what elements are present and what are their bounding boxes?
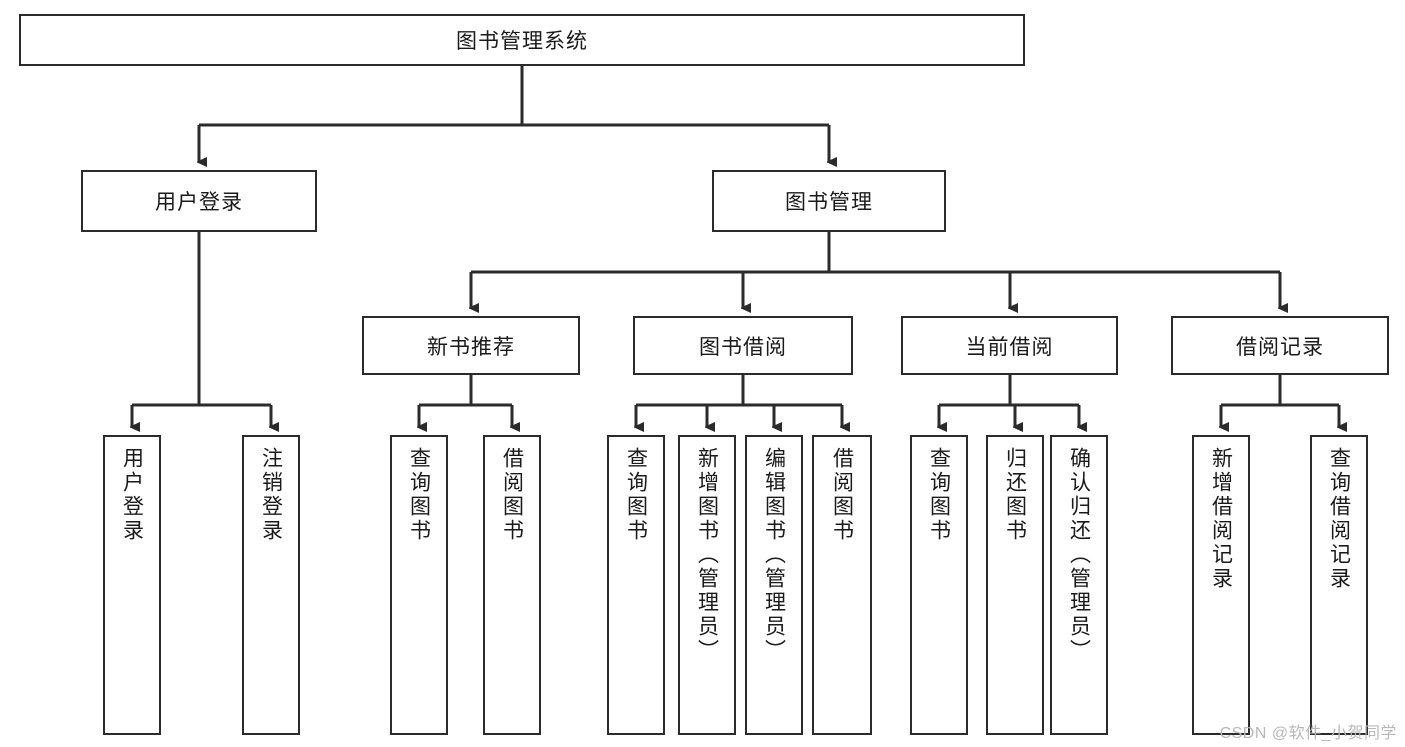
- node-user-login-label: 用户登录: [155, 191, 243, 214]
- node-leaf[interactable]: 查询借阅记录: [1310, 435, 1368, 735]
- node-leaf-label: 确认归还（管理员）: [1067, 447, 1091, 663]
- node-leaf[interactable]: 新增借阅记录: [1192, 435, 1250, 735]
- node-leaf[interactable]: 查询图书: [910, 435, 968, 735]
- node-leaf-label: 编辑图书（管理员）: [762, 447, 786, 663]
- node-leaf[interactable]: 确认归还（管理员）: [1050, 435, 1108, 735]
- node-current-borrow[interactable]: 当前借阅: [901, 316, 1118, 375]
- node-leaf-label: 查询图书: [624, 447, 648, 543]
- node-leaf[interactable]: 借阅图书: [812, 435, 872, 735]
- node-book-management-label: 图书管理: [785, 191, 873, 214]
- node-leaf-label: 新增借阅记录: [1209, 447, 1233, 591]
- node-borrow-records[interactable]: 借阅记录: [1171, 316, 1389, 375]
- node-leaf-label: 查询图书: [407, 447, 431, 543]
- node-leaf-label: 借阅图书: [830, 447, 854, 543]
- node-leaf[interactable]: 编辑图书（管理员）: [745, 435, 803, 735]
- node-leaf-label: 归还图书: [1003, 447, 1027, 543]
- node-leaf-label: 新增图书（管理员）: [695, 447, 719, 663]
- node-borrow-records-label: 借阅记录: [1236, 335, 1324, 359]
- csdn-watermark: CSDN @软件_小贺同学: [1219, 725, 1397, 742]
- node-user-login[interactable]: 用户登录: [81, 170, 317, 232]
- node-book-management[interactable]: 图书管理: [712, 170, 946, 232]
- node-leaf[interactable]: 查询图书: [607, 435, 665, 735]
- node-new-book-recommend-label: 新书推荐: [427, 335, 515, 359]
- node-leaf-label: 借阅图书: [500, 447, 524, 543]
- node-book-borrow-label: 图书借阅: [699, 335, 787, 359]
- node-root-label: 图书管理系统: [456, 30, 588, 53]
- node-leaf-label: 查询图书: [927, 447, 951, 543]
- node-leaf-label: 用户登录: [120, 447, 144, 543]
- node-leaf[interactable]: 归还图书: [986, 435, 1044, 735]
- node-book-borrow[interactable]: 图书借阅: [633, 316, 853, 375]
- node-root[interactable]: 图书管理系统: [19, 14, 1025, 66]
- node-new-book-recommend[interactable]: 新书推荐: [362, 316, 580, 375]
- node-leaf[interactable]: 注销登录: [242, 435, 300, 735]
- node-leaf[interactable]: 新增图书（管理员）: [678, 435, 736, 735]
- node-leaf-label: 注销登录: [259, 447, 283, 543]
- node-current-borrow-label: 当前借阅: [965, 335, 1054, 359]
- node-leaf[interactable]: 用户登录: [103, 435, 161, 735]
- node-leaf[interactable]: 查询图书: [390, 435, 448, 735]
- node-leaf-label: 查询借阅记录: [1327, 447, 1351, 591]
- node-leaf[interactable]: 借阅图书: [483, 435, 541, 735]
